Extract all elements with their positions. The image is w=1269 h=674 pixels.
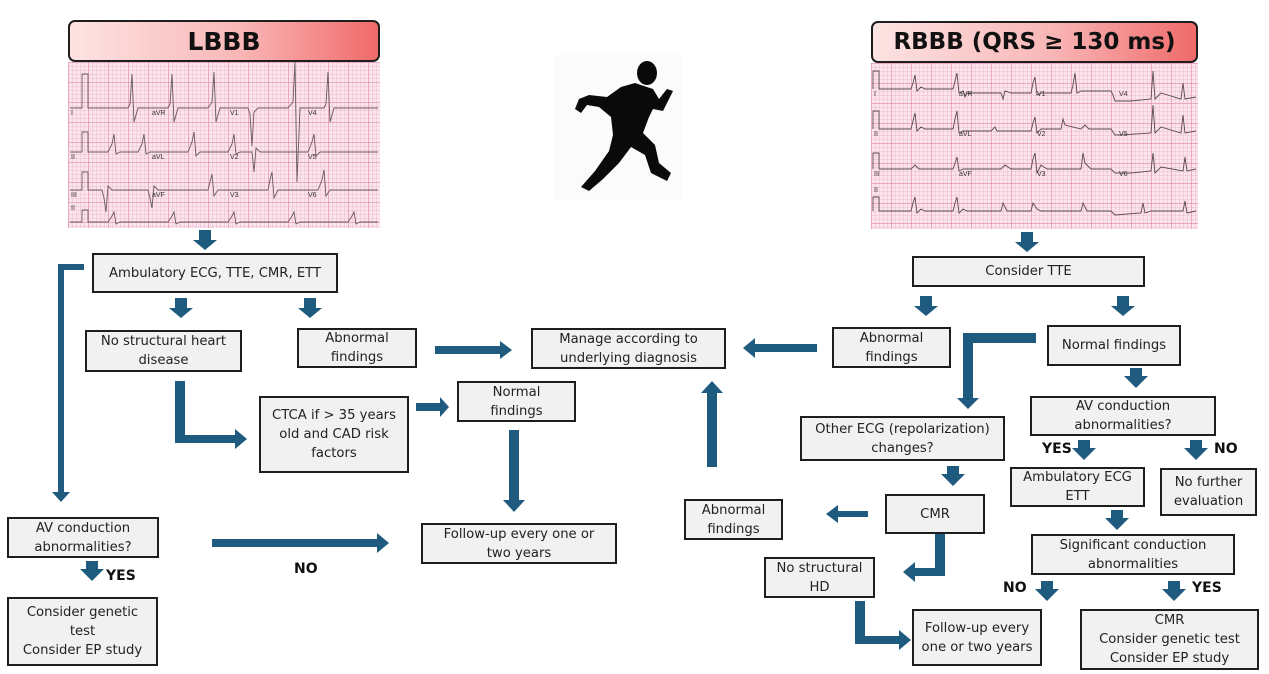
lbbb-workup-box: Ambulatory ECG, TTE, CMR, ETT	[92, 253, 338, 293]
arrow-right	[416, 397, 449, 417]
lead-label: V6	[1119, 171, 1128, 178]
lead-label: V3	[230, 192, 239, 199]
rbbb-significant-conduction-box: Significant conduction abnormalities	[1031, 534, 1235, 575]
arrow-down	[503, 430, 525, 512]
arrow-down	[80, 561, 104, 581]
arrow-down	[914, 296, 938, 316]
arrow-elbow	[175, 381, 247, 449]
lead-label: aVR	[152, 110, 166, 117]
rbbb-cmr-genetic-ep-box: CMR Consider genetic test Consider EP st…	[1080, 609, 1259, 670]
lbbb-genetic-ep-box: Consider genetic test Consider EP study	[7, 597, 158, 666]
lead-label: aVR	[959, 91, 973, 98]
rbbb-significant-no-label: NO	[1003, 580, 1027, 596]
rbbb-consider-tte-box: Consider TTE	[912, 256, 1145, 287]
arrow-down	[1111, 296, 1135, 316]
rbbb-av-yes-label: YES	[1042, 441, 1072, 457]
rbbb-title: RBBB (QRS ≥ 130 ms)	[871, 21, 1198, 63]
rbbb-ecg-strip: I aVR V1 V4 II aVL V2 V5 III aVF V3 V6 I…	[871, 63, 1198, 229]
lead-label: V2	[1037, 131, 1046, 138]
lead-label: II	[874, 131, 878, 138]
arrow-up	[701, 381, 723, 467]
lbbb-no-structural-disease-box: No structural heart disease	[85, 330, 242, 372]
lead-label: V4	[308, 110, 317, 117]
arrow-down	[193, 230, 217, 250]
lbbb-title: LBBB	[68, 20, 380, 62]
lbbb-no-label: NO	[294, 561, 318, 577]
rbbb-other-ecg-changes-box: Other ECG (repolarization) changes?	[800, 416, 1005, 461]
rbbb-significant-yes-label: YES	[1192, 580, 1222, 596]
rbbb-no-structural-hd-box: No structural HD	[764, 557, 875, 598]
lead-label: I	[71, 110, 73, 117]
lead-label: V5	[308, 154, 317, 161]
lead-label: aVF	[959, 171, 972, 178]
lead-label: aVF	[152, 192, 165, 199]
lbbb-followup-box: Follow-up every one or two years	[421, 523, 617, 564]
rbbb-av-no-label: NO	[1214, 441, 1238, 457]
rbbb-followup-box: Follow-up every one or two years	[912, 609, 1042, 666]
arrow-bracket-left	[52, 264, 84, 502]
lead-label: V1	[1037, 91, 1046, 98]
lead-label: V3	[1037, 171, 1046, 178]
lead-label: II	[71, 154, 75, 161]
arrow-down	[298, 298, 322, 318]
arrow-down	[1072, 440, 1096, 460]
rbbb-abnormal-findings-box: Abnormal findings	[832, 327, 951, 368]
arrow-down	[169, 298, 193, 318]
lead-label: V4	[1119, 91, 1128, 98]
arrow-elbow	[855, 601, 911, 650]
arrow-left	[826, 505, 868, 523]
lbbb-normal-findings-box: Normal findings	[457, 381, 576, 422]
lead-label: aVL	[152, 154, 165, 161]
arrow-down	[941, 466, 965, 486]
lead-label: V1	[230, 110, 239, 117]
lead-label: V6	[308, 192, 317, 199]
arrow-right	[435, 341, 512, 359]
arrow-down	[1162, 581, 1186, 601]
rbbb-no-further-evaluation-box: No further evaluation	[1160, 468, 1257, 516]
arrow-down	[1124, 368, 1148, 388]
lead-label: II	[874, 187, 878, 194]
lbbb-ecg-trace	[70, 62, 378, 225]
lbbb-ecg-strip: I aVR V1 V4 II aVL V2 V5 III aVF V3 V6 I…	[68, 62, 380, 228]
arrow-left	[743, 338, 817, 358]
arrow-right	[212, 533, 389, 553]
lead-label: V2	[230, 154, 239, 161]
lead-label: aVL	[959, 131, 972, 138]
arrow-down	[1035, 581, 1059, 601]
arrow-elbow	[957, 333, 1036, 409]
lbbb-ctca-box: CTCA if > 35 years old and CAD risk fact…	[259, 396, 409, 473]
lead-label: I	[874, 91, 876, 98]
lbbb-av-conduction-box: AV conduction abnormalities?	[7, 517, 159, 558]
lbbb-yes-label: YES	[106, 568, 136, 584]
manage-underlying-diagnosis-box: Manage according to underlying diagnosis	[531, 328, 726, 369]
lead-label: V5	[1119, 131, 1128, 138]
lead-label: III	[71, 192, 77, 199]
rbbb-normal-findings-box: Normal findings	[1047, 325, 1181, 366]
arrow-down	[1184, 440, 1208, 460]
running-athlete-icon	[555, 55, 683, 200]
arrow-elbow	[903, 531, 945, 582]
lead-label: III	[874, 171, 880, 178]
arrow-down	[1105, 510, 1129, 530]
rbbb-av-conduction-box: AV conduction abnormalities?	[1030, 396, 1216, 436]
arrow-down	[1015, 232, 1039, 252]
rbbb-cmr-box: CMR	[885, 494, 985, 534]
lbbb-abnormal-findings-box: Abnormal findings	[297, 328, 417, 368]
lead-label: II	[71, 205, 75, 212]
rbbb-ambulatory-ett-box: Ambulatory ECG ETT	[1010, 467, 1145, 507]
rbbb-cmr-abnormal-findings-box: Abnormal findings	[684, 499, 783, 540]
rbbb-ecg-trace	[872, 70, 1197, 216]
